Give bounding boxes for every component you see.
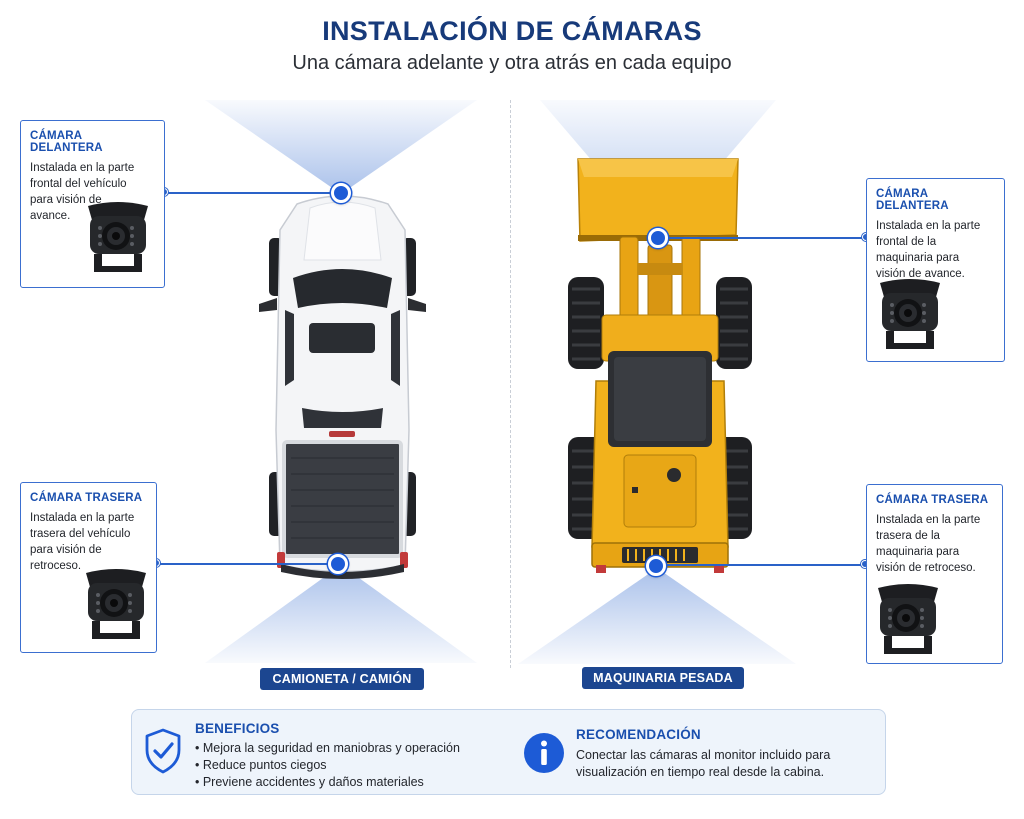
page-subtitle: Una cámara adelante y otra atrás en cada… <box>292 52 732 74</box>
machinery-rear-connector <box>666 564 866 566</box>
truck-front-camera-marker <box>331 183 351 203</box>
callout-title: CÁMARA TRASERA <box>30 492 143 504</box>
truck-front-view-beam <box>205 100 477 194</box>
page-title: INSTALACIÓN DE CÁMARAS <box>322 16 702 46</box>
recommendation-text: Conectar las cámaras al monitor incluido… <box>576 748 831 779</box>
machinery-front-camera-marker <box>648 228 668 248</box>
camera-icon <box>878 584 938 654</box>
callout-description: Instalada en la parte frontal de la maqu… <box>876 220 981 280</box>
truck-rear-connector <box>157 563 329 565</box>
camera-icon <box>86 569 146 639</box>
callout-title: CÁMARA DELANTERA <box>30 130 103 154</box>
benefit-item: • Reduce puntos ciegos <box>195 758 327 772</box>
center-divider <box>510 100 511 668</box>
wheel-loader-illustration <box>568 158 752 573</box>
benefits-title: BENEFICIOS <box>195 721 280 736</box>
shield-check-icon <box>145 728 181 774</box>
truck-front-connector <box>165 192 333 194</box>
truck-section-label: CAMIONETA / CAMIÓN <box>260 668 424 690</box>
camera-icon <box>880 279 940 349</box>
callout-description: Instalada en la parte trasera del vehícu… <box>30 512 135 572</box>
info-panel: BENEFICIOS • Mejora la seguridad en mani… <box>131 709 886 795</box>
benefits-list: • Mejora la seguridad en maniobras y ope… <box>195 740 460 791</box>
info-icon <box>524 733 564 773</box>
benefit-item: • Previene accidentes y daños materiales <box>195 775 424 789</box>
benefit-item: • Mejora la seguridad en maniobras y ope… <box>195 741 460 755</box>
callout-description: Instalada en la parte trasera de la maqu… <box>876 514 981 574</box>
machinery-rear-camera-marker <box>646 556 666 576</box>
machinery-front-connector <box>668 237 867 239</box>
truck-rear-camera-marker <box>328 554 348 574</box>
callout-title: CÁMARA TRASERA <box>876 494 989 506</box>
callout-description: Instalada en la parte frontal del vehícu… <box>30 162 135 222</box>
machinery-section-label: MAQUINARIA PESADA <box>582 667 744 689</box>
camera-icon <box>88 202 148 272</box>
pickup-truck-illustration <box>259 195 426 579</box>
recommendation-title: RECOMENDACIÓN <box>576 727 701 742</box>
callout-title: CÁMARA DELANTERA <box>876 188 949 212</box>
